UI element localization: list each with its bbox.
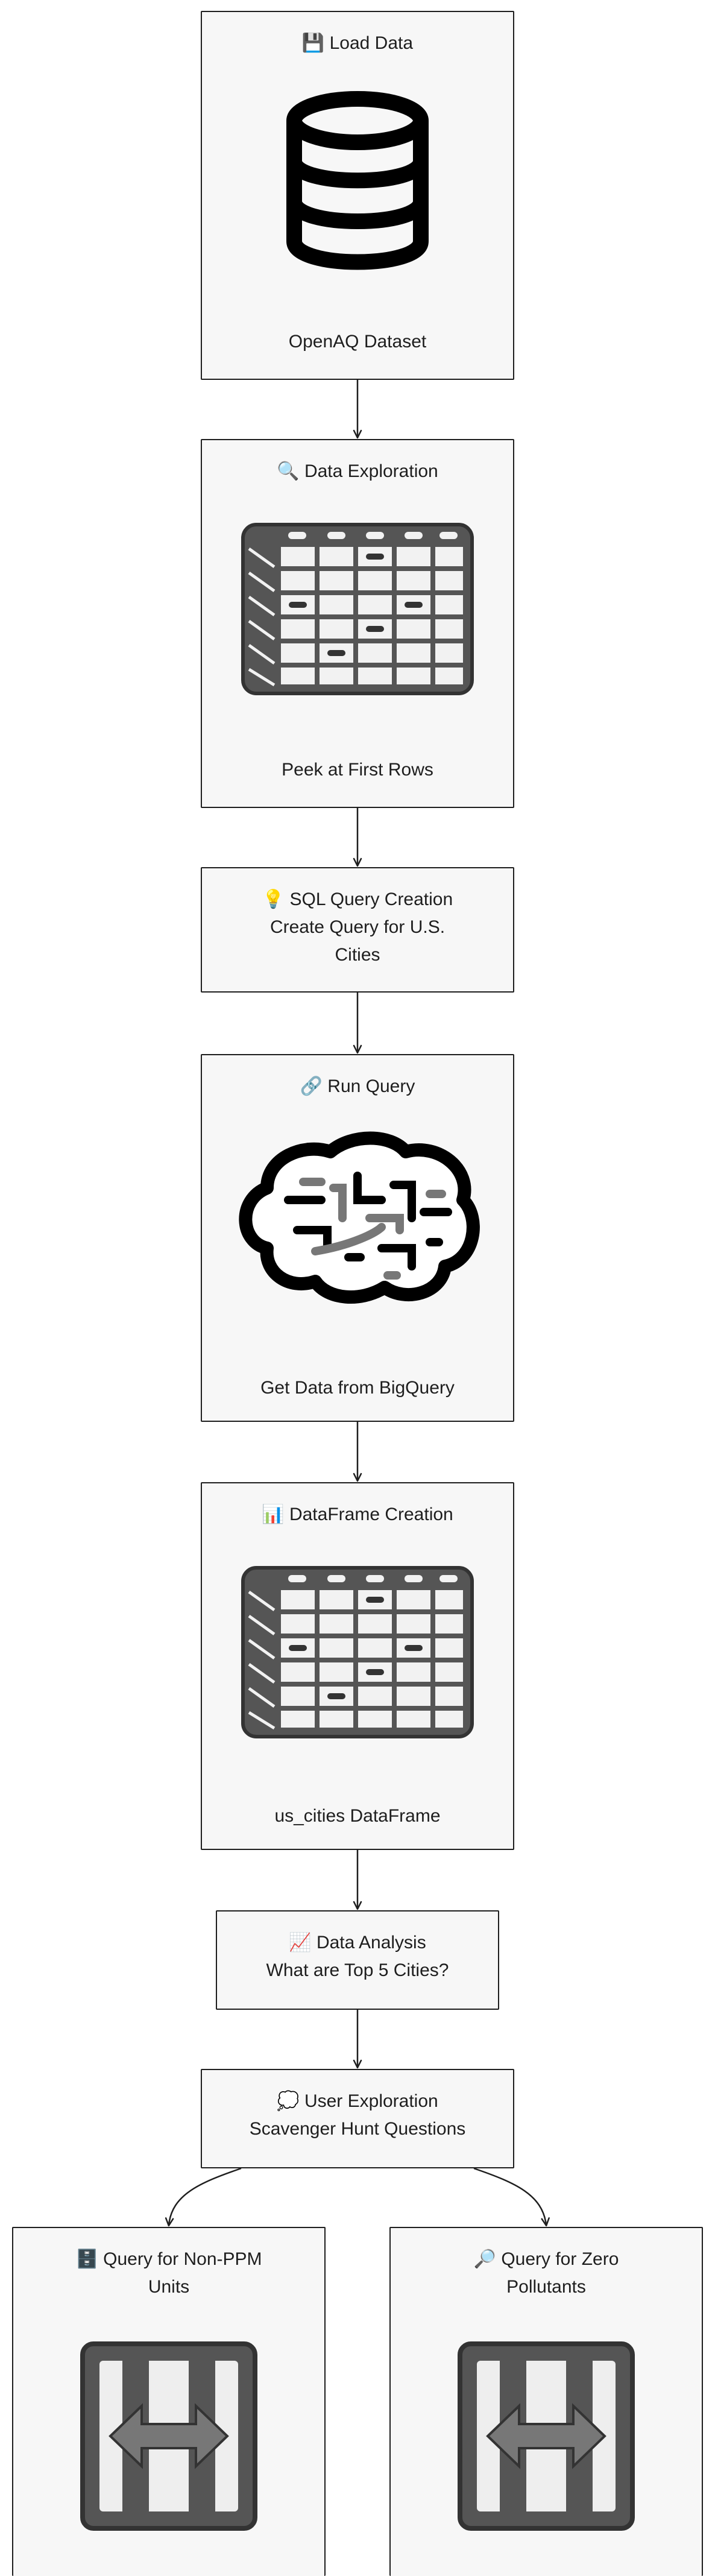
node-line-2: Scavenger Hunt Questions (249, 2119, 466, 2139)
node-data-analysis[interactable]: 📈 Data Analysis What are Top 5 Cities? (216, 1910, 499, 2010)
node-load-data[interactable]: 💾 Load Data OpenAQ Dataset (201, 11, 514, 380)
node-caption: us_cities DataFrame (274, 1806, 441, 1826)
node-title: 📊 DataFrame Creation (262, 1504, 453, 1524)
node-title: 💡 SQL Query Creation (262, 889, 453, 909)
node-title: 💾 Load Data (301, 33, 414, 53)
node-line-2: What are Top 5 Cities? (266, 1960, 449, 1980)
node-caption: Get Data from BigQuery (260, 1378, 455, 1398)
node-title: 🗄️ Query for Non-PPM (75, 2249, 262, 2269)
node-data-exploration[interactable]: 🔍 Data Exploration Peek at First Rows (201, 439, 514, 808)
node-query-zero-pollutants[interactable]: 🔎 Query for Zero Pollutants (389, 2227, 703, 2576)
node-title: 🔎 Query for Zero (473, 2249, 619, 2269)
node-run-query[interactable]: 🔗 Run Query Get Data from BigQuery (201, 1054, 514, 1422)
swap-arrows-icon (391, 2337, 702, 2536)
node-query-non-ppm[interactable]: 🗄️ Query for Non-PPM Units (12, 2227, 326, 2576)
node-caption: Peek at First Rows (282, 760, 433, 780)
node-dataframe-creation[interactable]: 📊 DataFrame Creation us_cities DataFr (201, 1482, 514, 1850)
node-title: 🔗 Run Query (300, 1076, 415, 1096)
node-user-exploration[interactable]: 💭 User Exploration Scavenger Hunt Questi… (201, 2069, 514, 2168)
edge-user-to-nonppm (165, 2167, 242, 2227)
brain-icon (202, 1128, 513, 1309)
edge-user-to-zero (473, 2167, 550, 2227)
table-grid-icon (202, 519, 513, 699)
table-grid-icon (202, 1562, 513, 1743)
swap-arrows-icon (13, 2337, 324, 2536)
node-sql-query-creation[interactable]: 💡 SQL Query Creation Create Query for U.… (201, 867, 514, 993)
database-icon (202, 90, 513, 271)
node-caption: OpenAQ Dataset (288, 332, 427, 352)
node-title: 💭 User Exploration (277, 2091, 438, 2111)
node-line-2: Units (148, 2277, 190, 2297)
node-line-3: Cities (335, 945, 380, 965)
node-line-2: Pollutants (506, 2277, 586, 2297)
node-line-2: Create Query for U.S. (269, 917, 446, 937)
node-title: 📈 Data Analysis (289, 1933, 426, 1953)
node-title: 🔍 Data Exploration (277, 461, 438, 481)
